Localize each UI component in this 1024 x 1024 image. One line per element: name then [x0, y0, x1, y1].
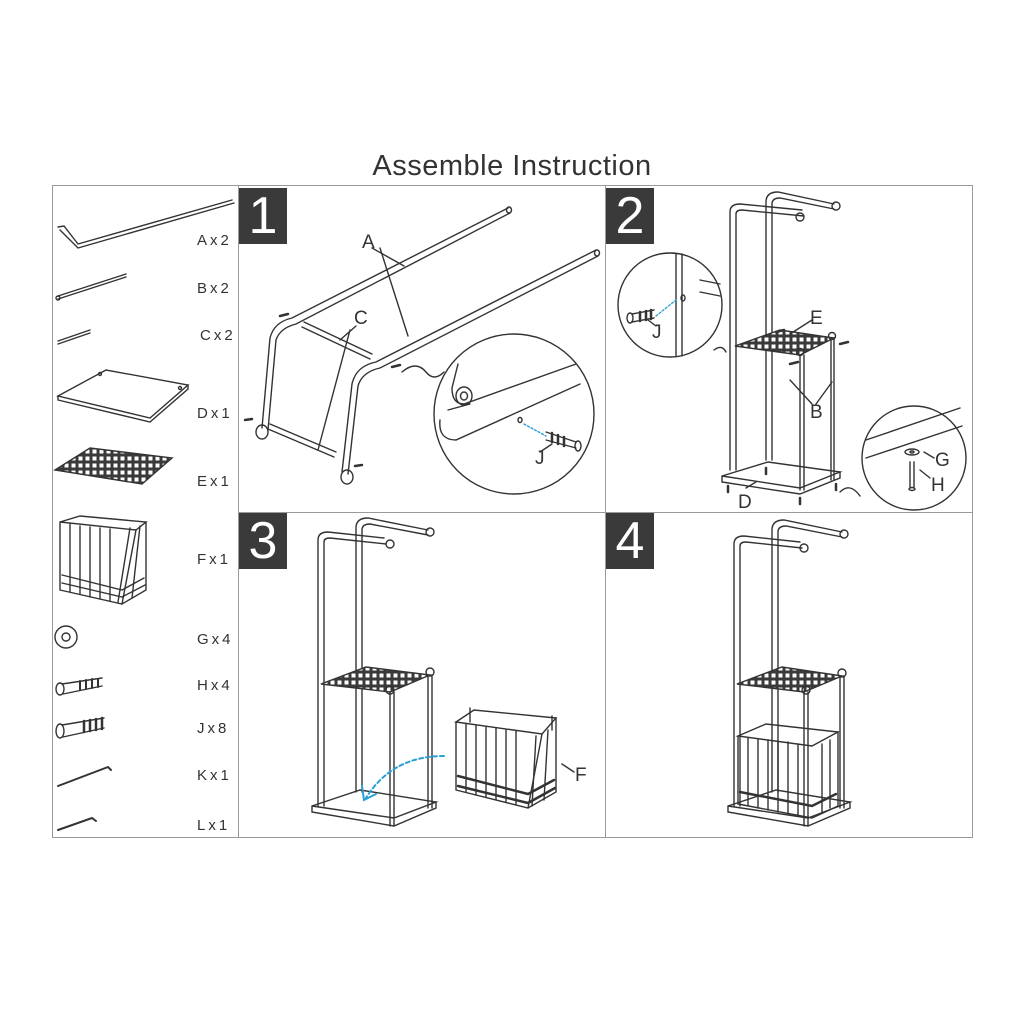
callout-e: E: [810, 308, 823, 329]
part-d-base-board-icon: [56, 369, 190, 423]
part-label-j: Jx8: [197, 720, 230, 737]
step-2-detail-circle-right: [861, 405, 967, 511]
divider: [238, 512, 973, 513]
divider: [238, 185, 239, 838]
part-label-b: Bx2: [197, 280, 232, 297]
move-arrow: [361, 755, 445, 802]
part-label-e: Ex1: [197, 473, 232, 490]
part-h-bolt-icon: [55, 677, 103, 696]
divider: [605, 185, 606, 838]
callout-f: F: [575, 765, 587, 786]
callout-j-step2: J: [652, 322, 662, 343]
step-1-frame-drawing: [243, 206, 601, 485]
step-3-frame-drawing: [311, 517, 439, 827]
callout-h: H: [931, 475, 945, 496]
part-f-basket-icon: [59, 515, 148, 605]
part-label-k: Kx1: [197, 767, 232, 784]
part-l-allen-key-icon: [57, 816, 97, 831]
part-k-allen-key-icon: [57, 765, 112, 787]
part-label-c: Cx2: [200, 327, 236, 344]
step-1-number: 1: [239, 188, 287, 244]
part-g-washer-icon: [54, 625, 78, 649]
callout-d: D: [738, 492, 752, 513]
part-a-rod-icon: [57, 199, 235, 249]
part-e-grid-shelf-icon: [53, 447, 174, 485]
page-title: Assemble Instruction: [372, 150, 652, 182]
step-2-number: 2: [606, 188, 654, 244]
part-label-l: Lx1: [197, 817, 231, 834]
instruction-frame: [52, 185, 973, 838]
callout-b: B: [810, 402, 823, 423]
step-4-number: 4: [606, 513, 654, 569]
callout-j-step1: J: [535, 448, 545, 469]
part-label-f: Fx1: [197, 551, 232, 568]
part-label-g: Gx4: [197, 631, 234, 648]
step-3-basket-f: [454, 707, 575, 809]
part-j-bolt-icon: [55, 716, 105, 739]
callout-g: G: [935, 450, 950, 471]
step-2-detail-circle-left: [617, 252, 723, 358]
part-label-d: Dx1: [197, 405, 233, 422]
part-b-rod-icon: [55, 273, 127, 301]
part-label-a: Ax2: [197, 232, 232, 249]
step-1-detail-circle: [433, 333, 595, 495]
step-4-assembled-drawing: [727, 519, 853, 827]
callout-c: C: [354, 308, 368, 329]
step-3-number: 3: [239, 513, 287, 569]
part-c-rod-icon: [57, 329, 91, 345]
step-2-frame-drawing: [713, 191, 861, 506]
part-label-h: Hx4: [197, 677, 233, 694]
